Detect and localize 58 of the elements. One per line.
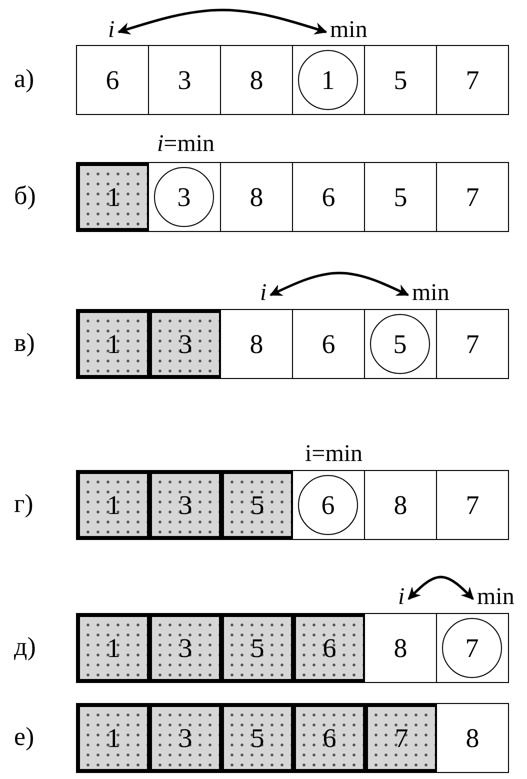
sorted-cell: 1 [76, 703, 151, 773]
circled-number: 1 [298, 50, 358, 110]
sorted-cell: 1 [76, 162, 151, 232]
swap-arrow [270, 272, 410, 296]
array-cell [364, 309, 437, 379]
row-label: в) [14, 330, 35, 356]
array-cell: 6 [292, 309, 365, 379]
row-label: д) [14, 634, 36, 660]
array-cell: 5 [364, 45, 437, 115]
row-label: а) [14, 66, 34, 92]
sorted-cell: 7 [364, 703, 439, 773]
array-cell: 7 [436, 45, 509, 115]
array-cell [292, 45, 365, 115]
sorted-cell: 5 [220, 613, 295, 683]
array-cell: 7 [436, 470, 509, 540]
circled-number: 5 [370, 314, 430, 374]
row-label: г) [14, 491, 34, 517]
sorted-cell: 5 [220, 470, 295, 540]
pointer-label: i=min [305, 442, 363, 466]
array-cell: 8 [220, 162, 293, 232]
sorted-cell: 5 [220, 703, 295, 773]
array-cell [292, 470, 365, 540]
array-cell: 8 [436, 703, 509, 773]
array-cell: 5 [364, 162, 437, 232]
array-cell [436, 613, 509, 683]
array-cell: 3 [148, 45, 221, 115]
sorted-cell: 3 [148, 470, 223, 540]
row-label: б) [14, 183, 36, 209]
sorted-cell: 3 [148, 613, 223, 683]
sorted-cell: 6 [292, 613, 367, 683]
pointer-label: i [398, 585, 405, 609]
array-cell: 7 [436, 309, 509, 379]
array-cell: 8 [364, 613, 437, 683]
sorted-cell: 3 [148, 309, 223, 379]
sorted-cell: 6 [292, 703, 367, 773]
circled-number: 7 [442, 618, 502, 678]
pointer-label: е) [14, 724, 34, 750]
pointer-label: min [412, 281, 450, 305]
array-cell: 7 [436, 162, 509, 232]
pointer-label: i [108, 18, 115, 42]
array-cell: 6 [76, 45, 149, 115]
sorted-cell: 3 [148, 703, 223, 773]
pointer-label: i=min [157, 132, 215, 156]
sorted-cell: 1 [76, 470, 151, 540]
sorted-cell: 1 [76, 309, 151, 379]
swap-arrow [117, 8, 328, 35]
array-cell: 8 [220, 45, 293, 115]
pointer-label: min [330, 18, 368, 42]
pointer-label: min [477, 585, 514, 609]
swap-arrow [408, 576, 474, 600]
circled-number: 6 [298, 475, 358, 535]
array-cell: 8 [364, 470, 437, 540]
pointer-label: i [260, 281, 267, 305]
array-cell [148, 162, 221, 232]
sorted-cell: 1 [76, 613, 151, 683]
array-cell: 6 [292, 162, 365, 232]
array-cell: 8 [220, 309, 293, 379]
circled-number: 3 [154, 167, 214, 227]
